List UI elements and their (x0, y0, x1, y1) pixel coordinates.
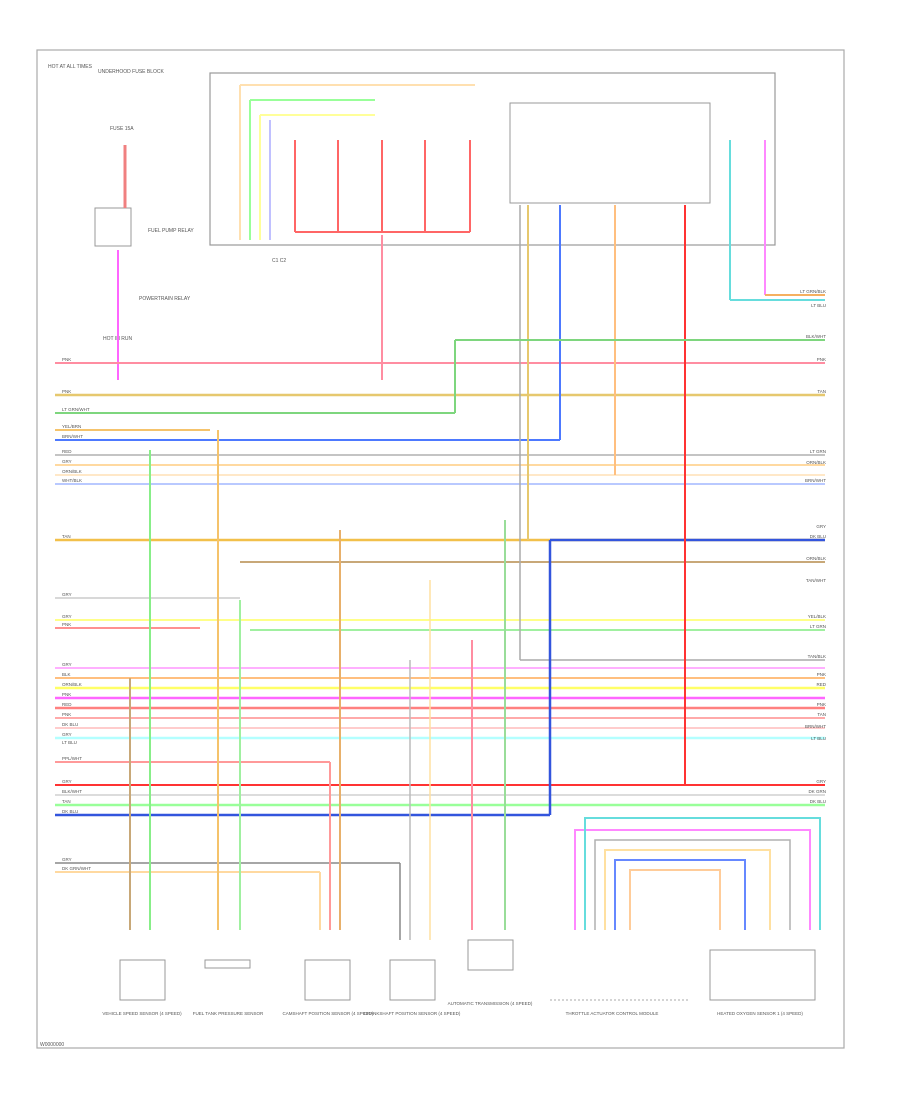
component-label: HEATED OXYGEN SENSOR 1 (4 SPEED) (717, 1011, 803, 1016)
left-wire-label: ORN/BLK (62, 682, 82, 687)
right-wire-label: TAN/WHT (806, 578, 826, 583)
right-wire-label: DK BLU (810, 534, 826, 539)
left-wire-label: GRY (62, 662, 72, 667)
component-label: CAMSHAFT POSITION SENSOR (4 SPEED) (283, 1011, 374, 1016)
left-wire-label: PNK (62, 389, 71, 394)
right-wire-label: GRY (816, 779, 826, 784)
right-wire-label: LT BLU (811, 736, 826, 741)
component-box (389, 959, 436, 1001)
right-wire-label: TAN/BLK (808, 654, 826, 659)
diagram-frame (36, 49, 845, 1049)
left-wire-label: PPL/WHT (62, 756, 82, 761)
left-wire-label: LT GRN/WHT (62, 407, 90, 412)
right-wire-label: BRN/WHT (805, 724, 826, 729)
left-wire-label: BLK (62, 672, 71, 677)
component-box (467, 939, 514, 971)
right-wire-label: PNK (817, 672, 826, 677)
bottom-components (119, 939, 816, 1001)
component-label: THROTTLE ACTUATOR CONTROL MODULE (566, 1011, 659, 1016)
right-wire-label: BLK/WHT (806, 334, 826, 339)
left-wire-label: RED (62, 449, 72, 454)
left-wire-label: PNK (62, 357, 71, 362)
ecm-connector-label: C1 C2 (272, 258, 286, 264)
right-wire-label: ORN/BLK (806, 460, 826, 465)
right-wire-label: BRN/WHT (805, 478, 826, 483)
ecm-internal-wires (239, 84, 475, 240)
throttle-actuator-wires (574, 817, 821, 930)
left-wire-label: GRY (62, 459, 72, 464)
component-box (709, 949, 816, 1001)
left-wire-label: GRY (62, 614, 72, 619)
left-wire-label: BLK/WHT (62, 789, 82, 794)
right-wire-label: DK GRN (808, 789, 826, 794)
left-wire-label: ORN/BLK (62, 469, 82, 474)
left-wire-labels: PNK PNK LT GRN/WHT YEL/BRN BRN/WHT RED G… (62, 357, 91, 871)
component-box (304, 959, 351, 1001)
left-wire-label: RED (62, 702, 72, 707)
harness-wires (55, 362, 825, 873)
left-wire-label: TAN (62, 799, 71, 804)
left-wire-label: PNK (62, 692, 71, 697)
vertical-wires (129, 140, 825, 940)
right-wire-label: RED (816, 682, 826, 687)
component-label: VEHICLE SPEED SENSOR (4 SPEED) (102, 1011, 182, 1016)
left-wire-label: GRY (62, 857, 72, 862)
left-wire-label: DK GRN/WHT (62, 866, 91, 871)
left-wire-label: BRN/WHT (62, 434, 83, 439)
top-left-label: HOT AT ALL TIMES (48, 64, 93, 70)
left-wire-label: TAN (62, 534, 71, 539)
component-box (119, 959, 166, 1001)
right-wire-label: PNK (817, 357, 826, 362)
component-label: FUEL TANK PRESSURE SENSOR (193, 1011, 264, 1016)
right-wire-label: LT GRN (810, 449, 826, 454)
left-wire-label: DK BLU (62, 809, 78, 814)
component-label: AUTOMATIC TRANSMISSION (4 SPEED) (448, 1001, 533, 1006)
right-wire-label: YEL/BLK (808, 614, 826, 619)
relay-label: FUEL PUMP RELAY (148, 228, 194, 234)
top-left-label: FUSE 15A (110, 126, 134, 132)
right-wire-label: TAN (817, 712, 826, 717)
relay-module-box (509, 102, 711, 204)
left-wire-label: PNK (62, 712, 71, 717)
left-wire-label: YEL/BRN (62, 424, 81, 429)
component-box (204, 959, 251, 969)
top-left-label: UNDERHOOD FUSE BLOCK (98, 69, 165, 75)
bottom-component-labels: VEHICLE SPEED SENSOR (4 SPEED) FUEL TANK… (102, 1001, 803, 1016)
component-label: CRANKSHAFT POSITION SENSOR (4 SPEED) (364, 1011, 461, 1016)
footer-code: W0000000 (40, 1042, 64, 1048)
right-wire-label: GRY (816, 524, 826, 529)
left-wire-label: GRY (62, 732, 72, 737)
left-wire-label: GRY (62, 779, 72, 784)
left-wire-label: WHT/BLK (62, 478, 82, 483)
right-wire-label: LT BLU (811, 303, 826, 308)
relay-label: POWERTRAIN RELAY (139, 296, 191, 302)
right-wire-label: LT GRN (810, 624, 826, 629)
right-wire-label: ORN/BLK (806, 556, 826, 561)
left-wire-label: PNK (62, 622, 71, 627)
ecm-module-outline (209, 72, 776, 246)
left-wire-label: GRY (62, 592, 72, 597)
right-wire-label: PNK (817, 702, 826, 707)
left-wire-label: LT BLU (62, 740, 77, 745)
right-wire-label: DK BLU (810, 799, 826, 804)
right-wire-label: TAN (817, 389, 826, 394)
left-wire-label: DK BLU (62, 722, 78, 727)
right-wire-label: LT GRN/BLK (800, 289, 826, 294)
right-wire-labels: LT GRN/BLK LT BLU BLK/WHT PNK TAN LT GRN… (800, 289, 827, 804)
fuel-pump-relay (94, 207, 132, 247)
